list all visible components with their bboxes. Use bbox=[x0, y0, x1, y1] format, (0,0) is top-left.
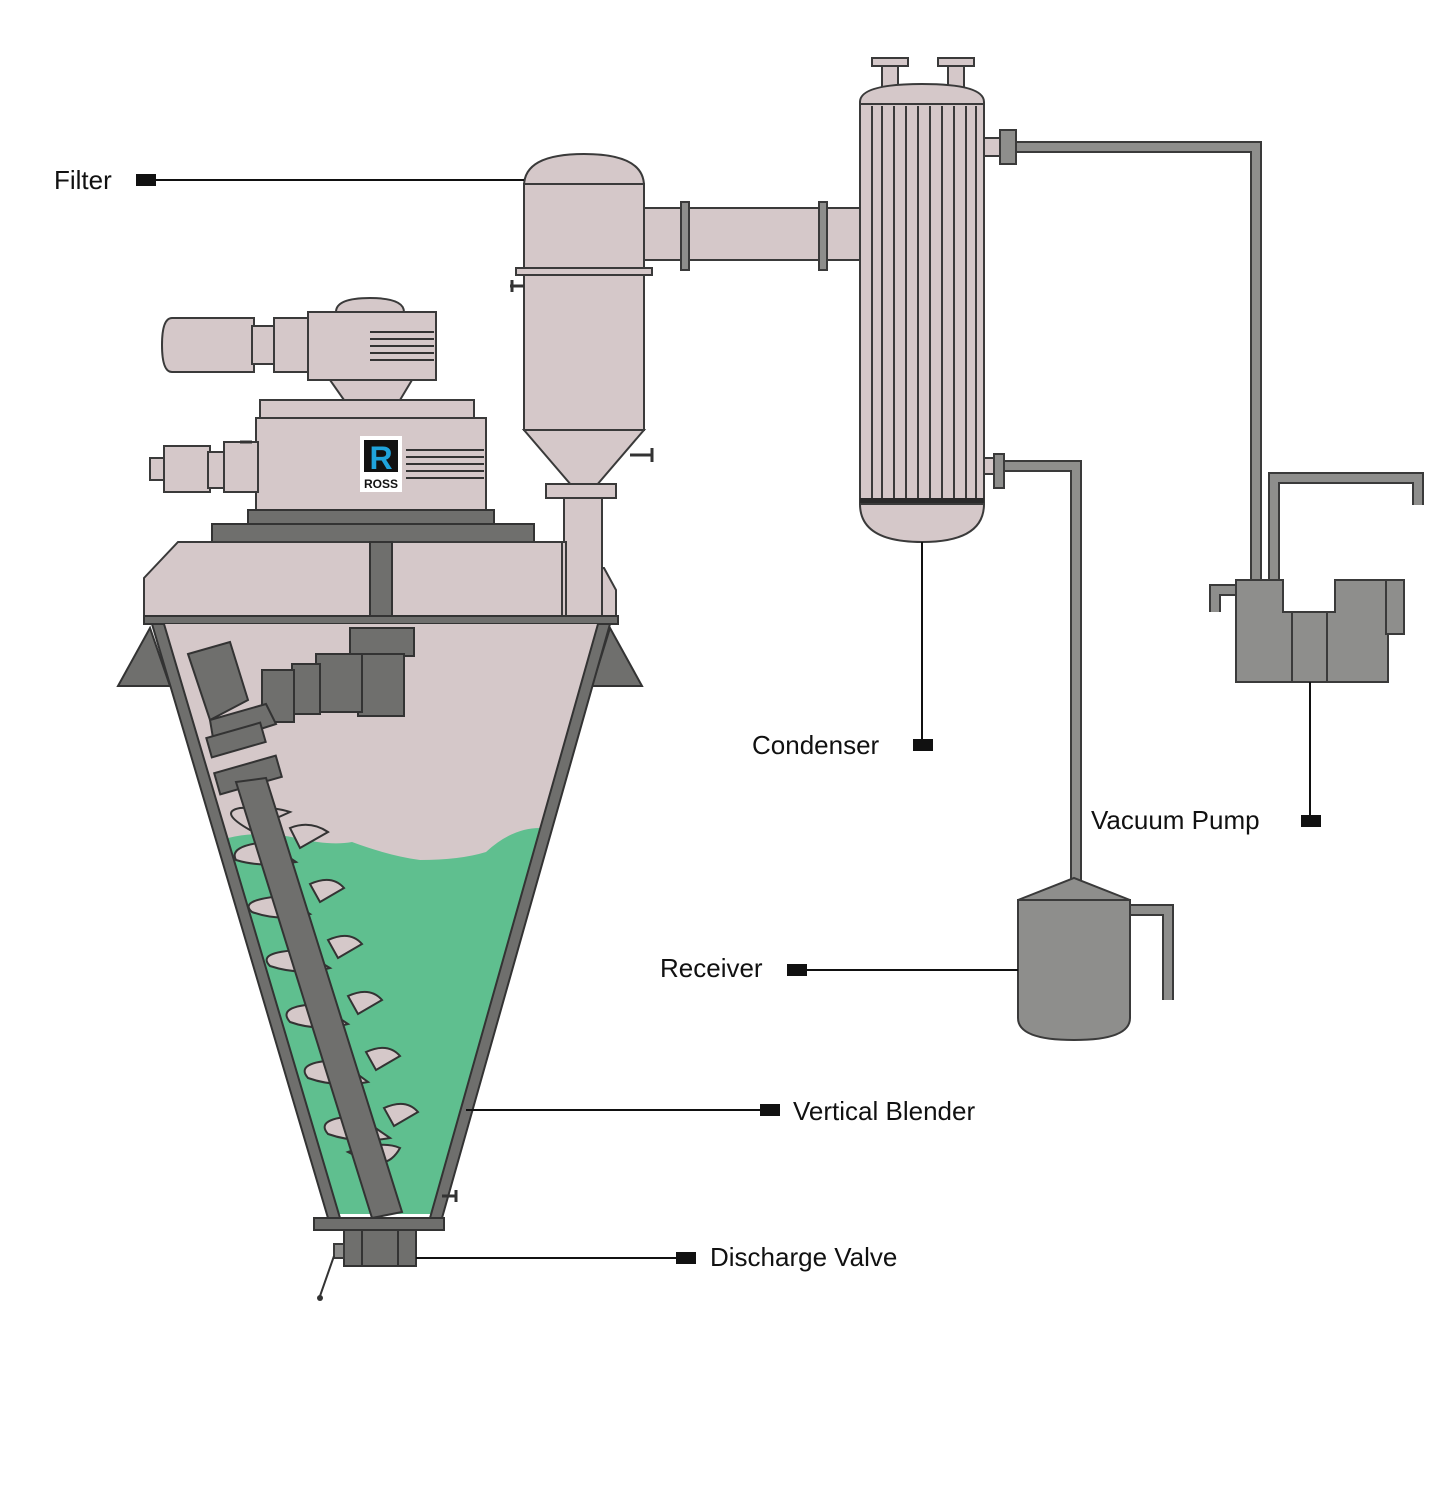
vertical-blender-label: Vertical Blender bbox=[793, 1096, 976, 1126]
condensate-line bbox=[1003, 460, 1174, 1000]
vapor-duct bbox=[643, 201, 861, 271]
vacuum-line bbox=[1010, 141, 1424, 612]
discharge-valve-label: Discharge Valve bbox=[710, 1242, 898, 1272]
condenser bbox=[858, 57, 1017, 544]
filter bbox=[510, 152, 654, 619]
condenser-label: Condenser bbox=[752, 730, 880, 760]
drive-assembly bbox=[149, 296, 535, 543]
vacuum-pump bbox=[1235, 579, 1405, 683]
receiver-label: Receiver bbox=[660, 953, 763, 983]
logo-letter: R bbox=[369, 440, 392, 476]
discharge-valve bbox=[313, 1217, 445, 1301]
screw-agitator bbox=[186, 627, 420, 1220]
ross-logo: R ROSS bbox=[360, 436, 402, 492]
filter-label: Filter bbox=[54, 165, 112, 195]
vertical-blender bbox=[116, 623, 644, 1219]
vacuum-pump-label: Vacuum Pump bbox=[1091, 805, 1260, 835]
callout-leaders bbox=[136, 174, 1321, 1264]
logo-text: ROSS bbox=[364, 477, 398, 491]
blender-cover bbox=[143, 541, 619, 625]
receiver bbox=[1017, 876, 1131, 1042]
